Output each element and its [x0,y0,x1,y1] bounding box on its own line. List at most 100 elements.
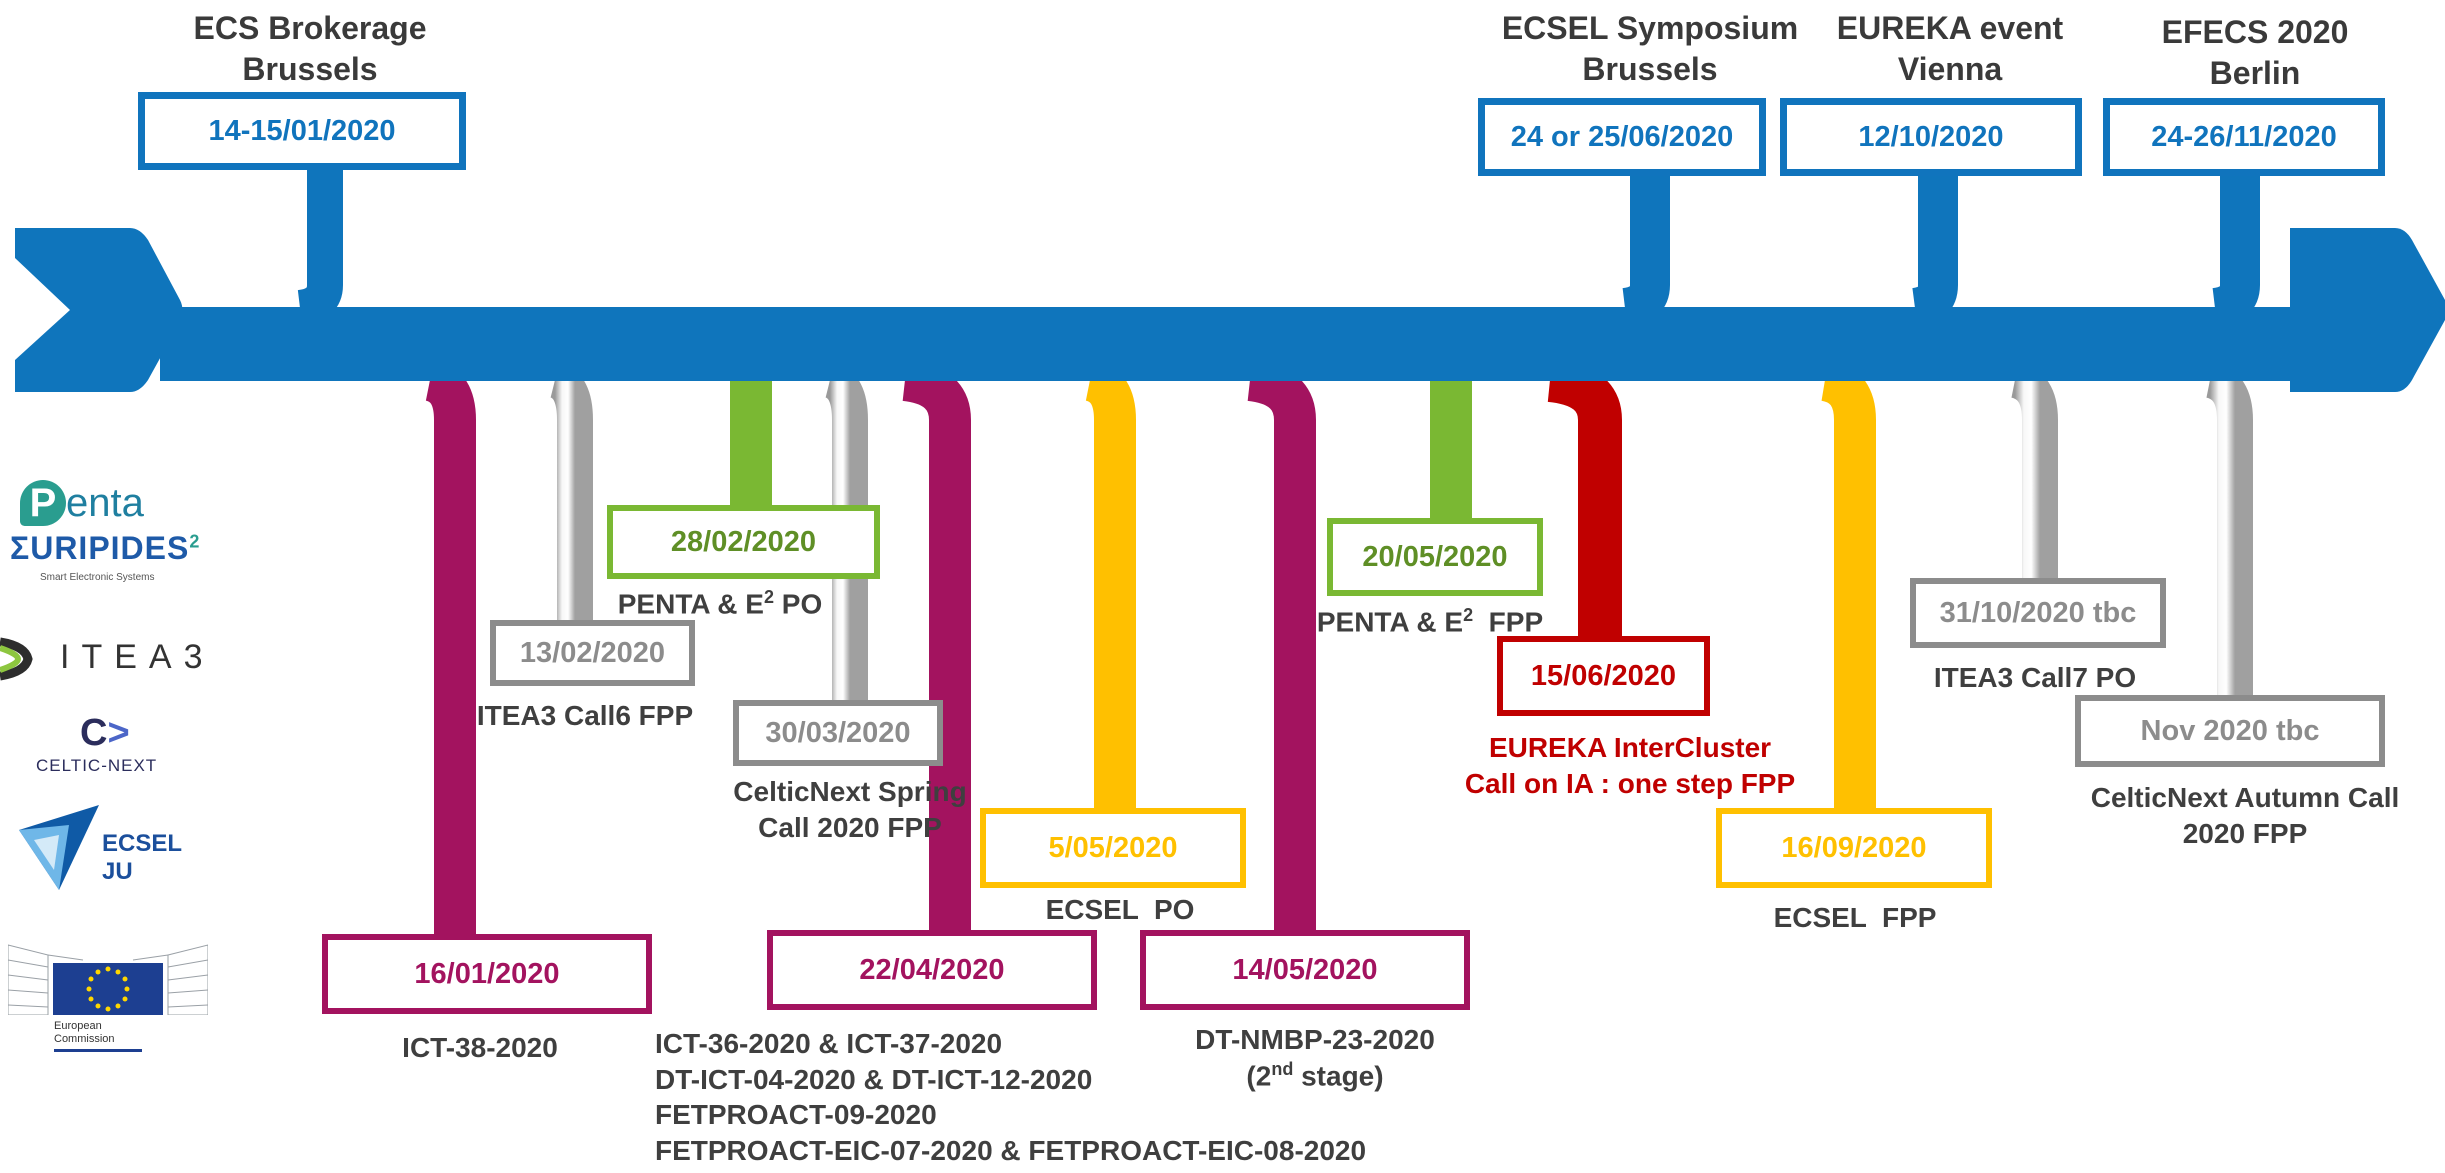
event-date-eureka: 12/10/2020 [1780,98,2082,176]
euripides-wordmark: ΣURIPIDES2 [10,530,200,567]
european-commission-logo: European Commission [8,925,208,1055]
connector-ecsel-po [1084,359,1136,815]
deadline-box-penta-fpp: 20/05/2020 [1327,518,1543,596]
desc-sup: 2 [763,587,774,607]
deadline-desc-eureka-ic: EUREKA InterCluster Call on IA : one ste… [1430,730,1830,801]
event-title-line: Brussels [1582,50,1718,87]
event-date-text: 24 or 25/06/2020 [1510,120,1734,153]
desc-line: (2nd stage) [1150,1058,1480,1094]
desc-line: Call on IA : one step FPP [1464,767,1796,799]
deadline-date: 31/10/2020 tbc [1939,596,2137,629]
desc-line: DT-NMBP-23-2020 [1195,1024,1435,1055]
event-title-line: EFECS 2020 [2161,14,2349,50]
stem-eureka [1911,170,1958,328]
event-title-line: EUREKA event [1836,10,2064,46]
ec-line2: Commission [54,1033,115,1045]
desc-line: ICT-36-2020 & ICT-37-2020 [655,1028,1003,1059]
desc-line: EUREKA InterCluster [1488,732,1772,763]
stem-efecs [2211,170,2260,328]
event-stems [296,165,2260,328]
event-date-text: 12/10/2020 [1858,120,2004,153]
celtic-word: CELTIC-NEXT [36,756,158,775]
desc-line: FETPROACT-EIC-07-2020 & FETPROACT-EIC-08… [655,1134,1367,1166]
connector-eureka-ic [1547,358,1622,640]
ec-building-icon [8,944,208,1015]
desc-line: PENTA & E2 PO [600,586,840,622]
deadline-date: 28/02/2020 [670,525,817,558]
deadline-desc-ict38: ICT-38-2020 [330,1030,630,1066]
desc-line: CelticNext Spring [733,776,967,807]
event-title-line: Brussels [242,50,378,87]
event-date-text: 24-26/11/2020 [2151,120,2337,153]
desc-line: ECSEL PO [1045,894,1195,925]
deadline-date: 22/04/2020 [859,953,1005,986]
desc-line: FETPROACT-09-2020 [655,1099,937,1131]
event-title-line: Vienna [1897,50,2003,87]
deadline-desc-celtic-autumn: CelticNext Autumn Call 2020 FPP [2060,780,2430,851]
deadline-desc-penta-po: PENTA & E2 PO [600,586,840,622]
deadline-date: 30/03/2020 [765,716,911,749]
euripides-sup: 2 [189,531,201,552]
deadline-desc-ecsel-fpp: ECSEL FPP [1735,900,1975,936]
deadline-box-celtic-autumn: Nov 2020 tbc [2075,695,2385,767]
desc-sup: nd [1271,1058,1294,1079]
desc-line: 2020 FPP [2182,817,2308,849]
penta-p-badge: P [20,480,66,526]
deadline-date: 20/05/2020 [1362,540,1508,573]
deadline-desc-itea7: ITEA3 Call7 PO [1915,660,2155,696]
euripides-sigma: Σ [10,530,31,566]
event-title-ecs: ECS Brokerage Brussels [110,8,510,89]
desc-text: PENTA & E [617,588,764,620]
desc-line: DT-ICT-04-2020 & DT-ICT-12-2020 [655,1063,1093,1095]
deadline-date: 13/02/2020 [519,636,666,669]
arrow-tail [15,228,183,392]
desc-line: ITEA3 Call7 PO [1933,662,2137,693]
connector-nmbp [1246,359,1316,935]
deadline-date: 14/05/2020 [1232,953,1378,986]
deadline-box-ict36: 22/04/2020 [767,930,1097,1010]
event-date-ecs: 14-15/01/2020 [138,92,466,170]
connector-ict36 [901,359,971,935]
euripides-word: URIPIDES [30,530,190,566]
itea3-mark-icon [0,637,33,681]
event-date-text: 14-15/01/2020 [208,114,396,147]
desc-line: ITEA3 Call6 FPP [476,700,694,731]
desc-text: (2 [1246,1059,1272,1091]
desc-text: PO [774,588,823,620]
penta-word: enta [66,481,144,525]
deadline-desc-itea6: ITEA3 Call6 FPP [470,698,700,734]
deadline-date: 15/06/2020 [1530,659,1677,692]
connector-celtic-spring [823,362,868,705]
stem-ecs [296,165,343,326]
desc-text: PENTA & E [1316,606,1464,638]
celtic-chevron-icon: C> [80,712,130,754]
deadline-desc-nmbp: DT-NMBP-23-2020 (2nd stage) [1150,1022,1480,1093]
connector-penta-po [730,380,772,508]
deadline-box-celtic-spring: 30/03/2020 [733,700,943,766]
ecsel-ju-logo: ECSEL JU [14,800,214,895]
event-title-line: ECS Brokerage [193,10,427,46]
deadline-desc-celtic-spring: CelticNext Spring Call 2020 FPP [700,774,1000,845]
itea3-word: ITEA3 [60,638,215,676]
deadline-date: Nov 2020 tbc [2140,714,2320,747]
arrow-body [160,307,2380,381]
desc-line: ECSEL FPP [1773,902,1937,933]
timeline-arrow [15,228,2445,392]
itea3-logo: ITEA3 [0,632,220,688]
deadline-box-itea6: 13/02/2020 [490,620,695,686]
deadline-date: 5/05/2020 [1048,831,1178,864]
event-title-ecsel-sym: ECSEL Symposium Brussels [1460,8,1840,89]
deadline-box-penta-po: 28/02/2020 [607,505,880,579]
ecsel-word: ECSEL JU [102,830,182,885]
ec-underline [54,1049,142,1052]
desc-line: PENTA & E2 FPP [1310,604,1550,640]
desc-sup: 2 [1463,605,1474,625]
connector-ecsel-fpp [1820,359,1876,815]
ec-line1: European [54,1020,102,1032]
desc-line: CelticNext Autumn Call [2090,782,2400,813]
deadline-box-ict38: 16/01/2020 [322,934,652,1014]
connector-penta-fpp [1430,380,1472,522]
desc-line: Call 2020 FPP [758,811,942,843]
